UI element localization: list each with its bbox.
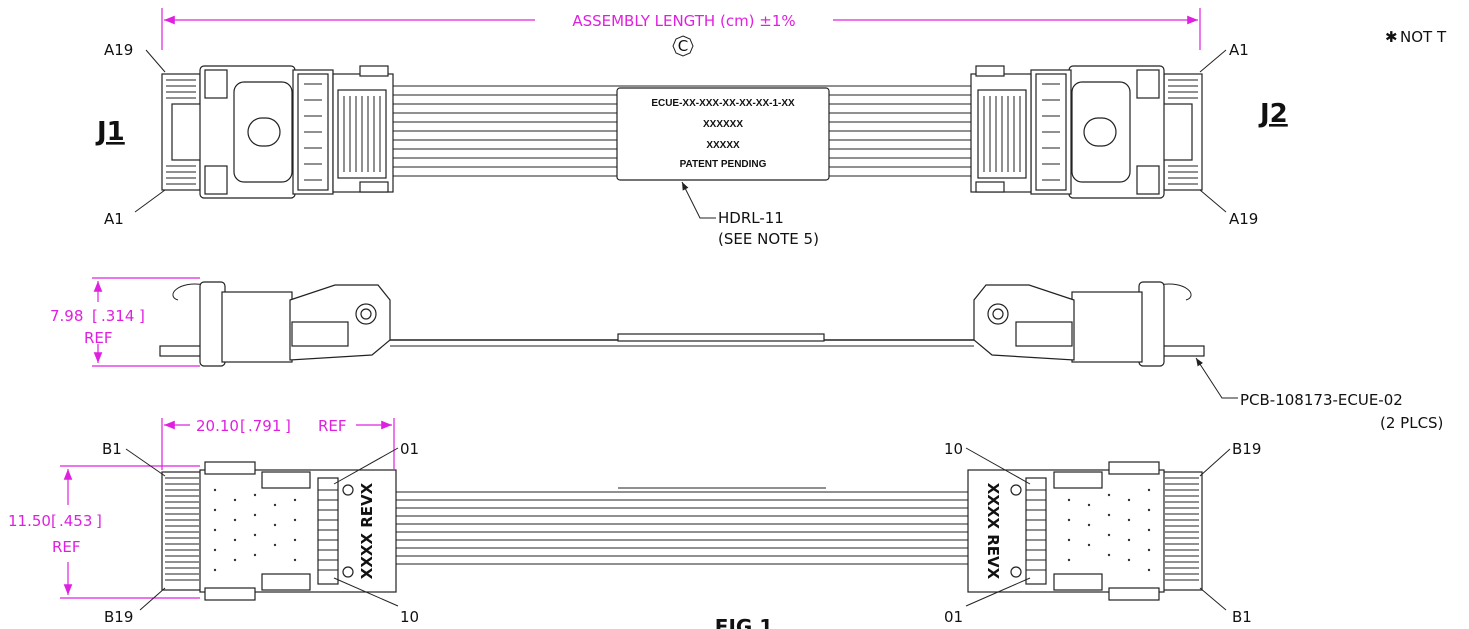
pcb-height-mm: 11.50 — [8, 512, 51, 530]
side-view: 7.98 [ .314 ] REF PCB-108173-ECUE-02 (2 … — [50, 277, 1443, 432]
svg-text:[: [ — [240, 417, 246, 435]
height-ref: REF — [84, 329, 113, 347]
j1-pin-a19: A19 — [104, 41, 133, 59]
svg-text:]: ] — [139, 307, 145, 325]
height-in: .314 — [101, 307, 134, 325]
pcb-callout: PCB-108173-ECUE-02 — [1240, 391, 1403, 409]
assembly-length-label: ASSEMBLY LENGTH (cm) ±1% — [572, 12, 795, 30]
note-text: NOT T — [1400, 28, 1447, 46]
pcb-qty: (2 PLCS) — [1380, 414, 1443, 432]
hdrl-note: (SEE NOTE 5) — [718, 230, 819, 248]
tag-patent: PATENT PENDING — [680, 159, 767, 170]
j1-connector-top — [161, 65, 394, 199]
tag-part-number: ECUE-XX-XXX-XX-XX-XX-1-XX — [651, 98, 795, 109]
j2-pcb-bottom — [967, 461, 1203, 601]
svg-text:[: [ — [51, 512, 57, 530]
j2-connector-top — [970, 65, 1203, 199]
right-row-01: 01 — [944, 608, 963, 626]
via-dots — [213, 488, 1151, 572]
left-pin-b1: B1 — [102, 440, 122, 458]
right-pin-b19: B19 — [1232, 440, 1261, 458]
right-pin-b1: B1 — [1232, 608, 1252, 626]
svg-text:[: [ — [92, 307, 98, 325]
j1-pcb-bottom: XXXX REVX — [161, 461, 397, 601]
left-row-10: 10 — [400, 608, 419, 626]
svg-text:]: ] — [285, 417, 291, 435]
figure-label: FIG 1 — [715, 615, 773, 629]
pcb-height-ref: REF — [52, 538, 81, 556]
j1-label: J1 — [95, 117, 125, 147]
left-board-mark: XXXX REVX — [358, 482, 376, 579]
assembly-length-dimension: ASSEMBLY LENGTH (cm) ±1% C — [161, 8, 1201, 57]
left-row-01: 01 — [400, 440, 419, 458]
j2-label: J2 — [1258, 99, 1288, 129]
bottom-view: XXXX REVX XXXX REVX — [8, 417, 1261, 626]
width-ref: REF — [318, 417, 347, 435]
j2-connector-side — [973, 281, 1205, 367]
note-star: ✱ — [1385, 28, 1398, 46]
width-mm: 20.10 — [196, 417, 239, 435]
left-pin-b19: B19 — [104, 608, 133, 626]
j1-connector-side — [159, 281, 391, 367]
right-board-mark: XXXX REVX — [984, 483, 1002, 580]
height-mm: 7.98 — [50, 307, 83, 325]
j1-pin-a1: A1 — [104, 210, 124, 228]
cable-label-tag: ECUE-XX-XXX-XX-XX-XX-1-XX XXXXXX XXXXX P… — [616, 87, 830, 181]
right-row-10: 10 — [944, 440, 963, 458]
j2-pin-a1: A1 — [1229, 41, 1249, 59]
pcb-height-in: .453 — [59, 512, 92, 530]
svg-text:]: ] — [96, 512, 102, 530]
tag-line-3: XXXXX — [706, 140, 740, 151]
critical-symbol: C — [678, 37, 688, 55]
top-view: ECUE-XX-XXX-XX-XX-XX-1-XX XXXXXX XXXXX P… — [95, 41, 1288, 248]
tag-line-2: XXXXXX — [703, 119, 743, 130]
width-in: .791 — [248, 417, 281, 435]
j2-pin-a19: A19 — [1229, 210, 1258, 228]
samtec-logo-left — [297, 73, 329, 191]
note: ✱ NOT T — [1385, 28, 1447, 46]
hdrl-callout: HDRL-11 — [718, 209, 784, 227]
